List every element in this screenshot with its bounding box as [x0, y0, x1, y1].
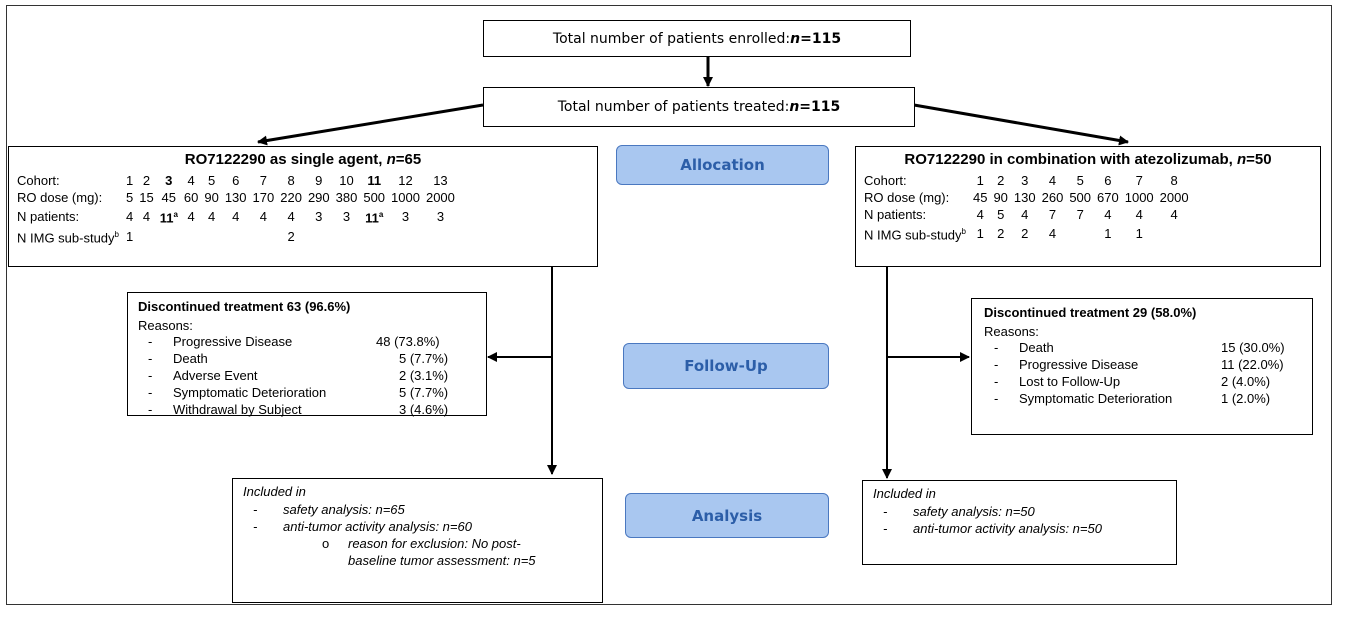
enrolled-box: Total number of patients enrolled: n=115: [483, 20, 911, 57]
arrow-treated-to-single: [257, 103, 484, 146]
single-included-label: Included in: [243, 484, 306, 499]
list-item: baseline tumor assessment: n=5: [348, 553, 536, 568]
list-item: -anti-tumor activity analysis: n=60: [253, 519, 472, 534]
enrolled-n: n: [790, 30, 801, 47]
figure-frame: [6, 5, 1332, 605]
single-agent-box: RO7122290 as single agent, n=65 Cohort: …: [8, 146, 598, 267]
single-disc-reasons-label: Reasons:: [138, 318, 193, 333]
enrolled-label: Total number of patients enrolled:: [552, 30, 791, 47]
phase-allocation: Allocation: [616, 145, 829, 185]
single-disc-header: Discontinued treatment 63 (96.6%): [138, 299, 351, 314]
single-agent-title: RO7122290 as single agent, n=65: [184, 151, 422, 168]
combo-analysis-box: Included in -safety analysis: n=50 -anti…: [862, 480, 1177, 565]
combo-discontinued-box: Discontinued treatment 29 (58.0%) Reason…: [971, 298, 1313, 435]
single-analysis-box: Included in -safety analysis: n=65 -anti…: [232, 478, 603, 603]
single-discontinued-box: Discontinued treatment 63 (96.6%) Reason…: [127, 292, 487, 417]
list-item: -safety analysis: n=50: [883, 504, 1035, 519]
phase-follow-up: Follow-Up: [623, 343, 829, 389]
treated-box: Total number of patients treated: n=115: [483, 87, 915, 127]
combo-disc-reasons-label: Reasons:: [984, 324, 1039, 339]
treated-value: =115: [799, 99, 841, 115]
combo-box: RO7122290 in combination with atezolizum…: [855, 146, 1321, 267]
treated-label: Total number of patients treated:: [557, 99, 790, 115]
enrolled-value: =115: [800, 30, 842, 47]
arrow-treated-to-combo: [913, 103, 1129, 146]
treated-n: n: [789, 99, 800, 115]
combo-disc-header: Discontinued treatment 29 (58.0%): [984, 305, 1197, 320]
list-item: -anti-tumor activity analysis: n=50: [883, 521, 1102, 536]
phase-analysis: Analysis: [625, 493, 829, 538]
combo-title: RO7122290 in combination with atezolizum…: [904, 151, 1272, 168]
combo-included-label: Included in: [873, 486, 936, 501]
list-item: -safety analysis: n=65: [253, 502, 405, 517]
